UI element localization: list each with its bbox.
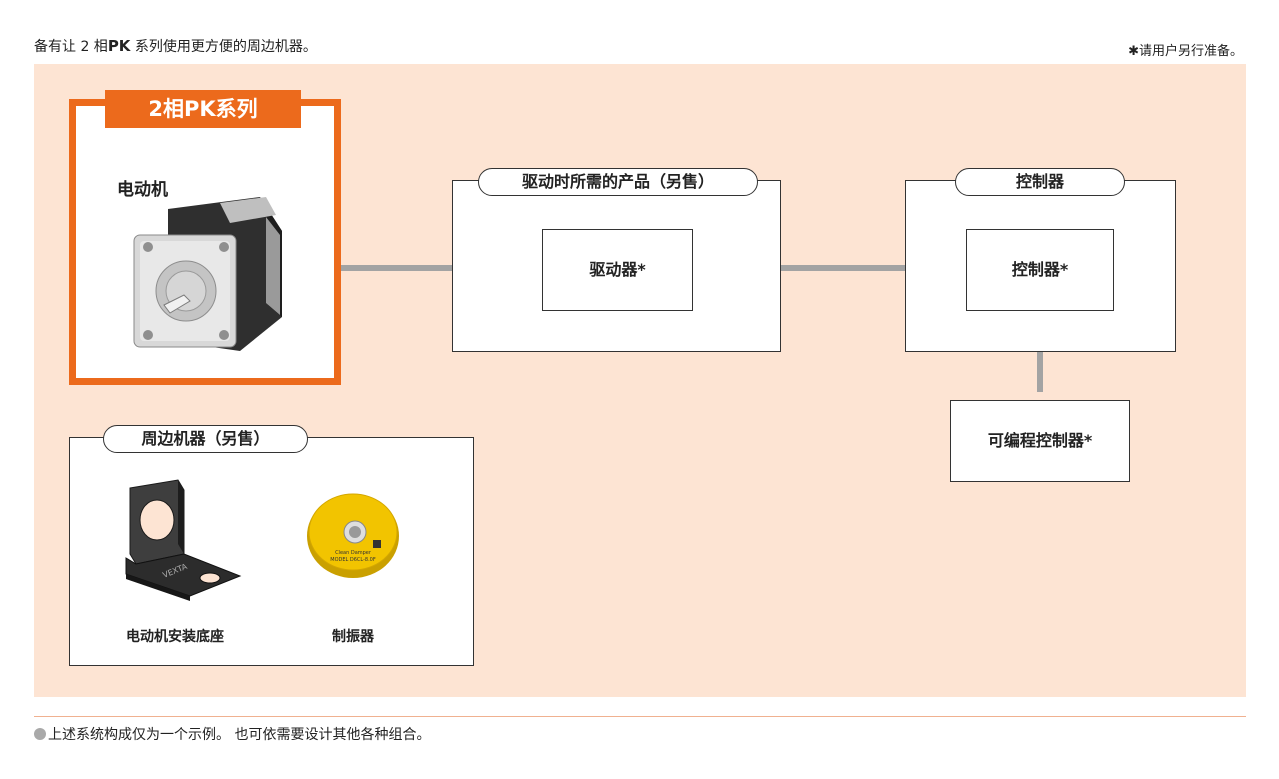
plc-label: 可编程控制器*: [987, 431, 1093, 450]
series-title: 2相PK系列: [105, 90, 301, 128]
damper-label: 制振器: [332, 629, 374, 645]
damper-brand-text: Clean Damper: [335, 550, 372, 556]
plc-box: 可编程控制器*: [950, 400, 1130, 482]
controller-group-title: 控制器: [955, 168, 1125, 196]
controller-box: 控制器*: [966, 229, 1114, 311]
driver-box: 驱动器*: [542, 229, 693, 311]
motor-mounting-bracket-image: VEXTA: [125, 479, 242, 601]
footer-note: 上述系统构成仅为一个示例。 也可依需要设计其他各种组合。: [34, 724, 430, 744]
clean-damper-image: Clean Damper MODEL D6CL-8.0F: [307, 493, 399, 578]
intro-text: 备有让 2 相PK 系列使用更方便的周边机器。: [34, 37, 317, 55]
self-supply-note: ✱请用户另行准备。: [1128, 44, 1243, 59]
mounting-bracket-label: 电动机安装底座: [126, 629, 224, 645]
controller-plc-connector: [1037, 315, 1043, 392]
stepping-motor-image: [133, 197, 282, 351]
driver-label: 驱动器*: [589, 260, 646, 279]
driver-controller-connector: [700, 265, 958, 271]
peripherals-title: 周边机器（另售）: [103, 425, 308, 453]
drive-group-title: 驱动时所需的产品（另售）: [478, 168, 758, 196]
bullet-icon: [34, 728, 46, 740]
motor-label: 电动机: [117, 180, 168, 200]
motor-driver-connector: [287, 265, 537, 271]
controller-label: 控制器*: [1011, 260, 1069, 279]
damper-model-text: MODEL D6CL-8.0F: [330, 557, 376, 563]
footer-divider: [34, 716, 1246, 717]
